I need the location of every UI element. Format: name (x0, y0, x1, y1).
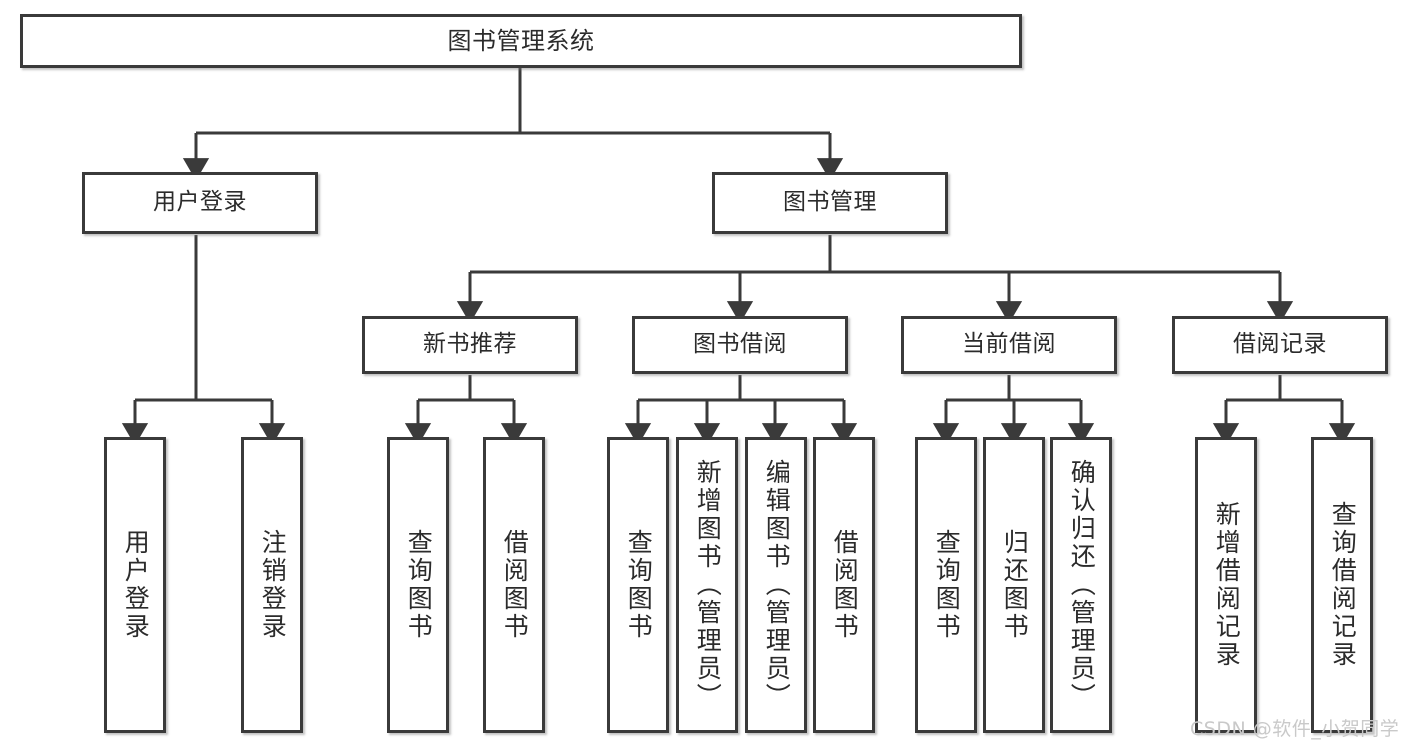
leaf-current-return-books[interactable]: 归还图书 (983, 437, 1045, 733)
node-label: 用户登录 (153, 189, 247, 216)
leaf-current-confirm-return-admin[interactable]: 确认归还（管理员） (1050, 437, 1112, 733)
node-label: 查询图书 (932, 529, 962, 641)
node-borrowing-records[interactable]: 借阅记录 (1172, 316, 1388, 374)
node-book-borrowing[interactable]: 图书借阅 (632, 316, 848, 374)
leaf-borrow-edit-book-admin[interactable]: 编辑图书（管理员） (745, 437, 807, 733)
node-label: 归还图书 (1000, 529, 1030, 641)
leaf-recommend-query-books[interactable]: 查询图书 (387, 437, 449, 733)
node-label: 查询图书 (404, 529, 434, 641)
node-label: 用户登录 (121, 529, 151, 641)
node-label: 查询图书 (624, 529, 654, 641)
node-label: 新书推荐 (423, 331, 517, 358)
node-label: 新增图书（管理员） (693, 459, 723, 711)
node-label: 查询借阅记录 (1328, 501, 1358, 669)
node-current-borrowing[interactable]: 当前借阅 (901, 316, 1117, 374)
leaf-user-login[interactable]: 用户登录 (104, 437, 166, 733)
node-user-login[interactable]: 用户登录 (82, 172, 318, 234)
leaf-record-add-borrow-record[interactable]: 新增借阅记录 (1195, 437, 1257, 733)
node-label: 图书借阅 (693, 331, 787, 358)
leaf-borrow-do-borrow[interactable]: 借阅图书 (813, 437, 875, 733)
node-label: 确认归还（管理员） (1067, 459, 1097, 711)
leaf-current-query-books[interactable]: 查询图书 (915, 437, 977, 733)
node-label: 当前借阅 (962, 331, 1056, 358)
node-label: 新增借阅记录 (1212, 501, 1242, 669)
leaf-borrow-add-book-admin[interactable]: 新增图书（管理员） (676, 437, 738, 733)
node-label: 借阅图书 (500, 529, 530, 641)
node-root-book-management-system[interactable]: 图书管理系统 (20, 14, 1022, 68)
leaf-user-logout[interactable]: 注销登录 (241, 437, 303, 733)
node-label: 图书管理 (783, 189, 877, 216)
node-label: 编辑图书（管理员） (762, 459, 792, 711)
node-book-management[interactable]: 图书管理 (712, 172, 948, 234)
node-new-book-recommendation[interactable]: 新书推荐 (362, 316, 578, 374)
node-label: 借阅记录 (1233, 331, 1327, 358)
node-label: 图书管理系统 (447, 26, 595, 55)
csdn-watermark: CSDN @软件_小贺同学 (1190, 718, 1400, 740)
leaf-borrow-query-books[interactable]: 查询图书 (607, 437, 669, 733)
node-label: 注销登录 (258, 529, 288, 641)
node-label: 借阅图书 (830, 529, 860, 641)
leaf-recommend-borrow-books[interactable]: 借阅图书 (483, 437, 545, 733)
leaf-record-query-borrow-record[interactable]: 查询借阅记录 (1311, 437, 1373, 733)
